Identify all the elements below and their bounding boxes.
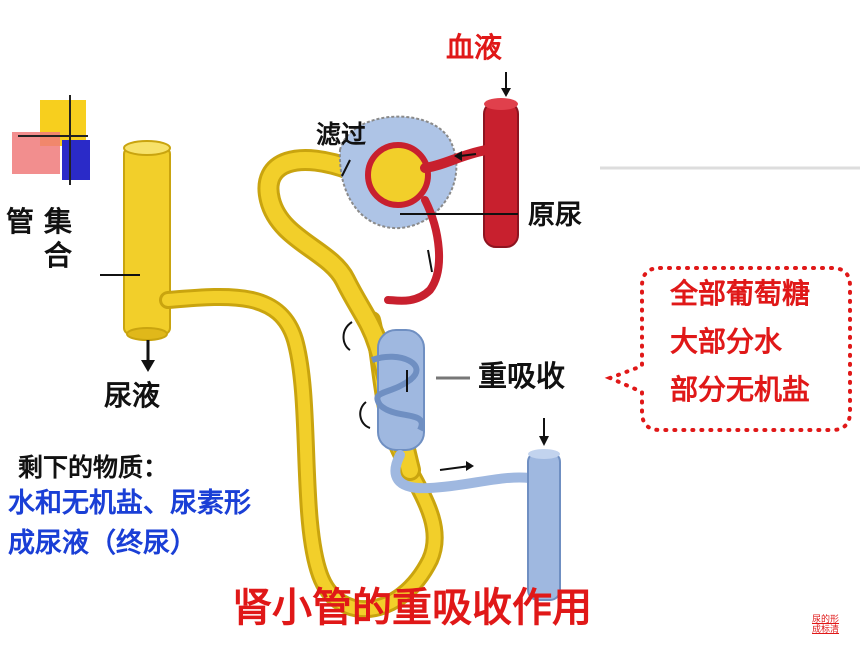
callout-line-3: 部分无机盐	[670, 373, 811, 406]
capillary-loop	[370, 329, 535, 494]
filtration-label: 滤过	[316, 120, 367, 149]
collecting-duct	[100, 140, 171, 341]
callout-line-1: 全部葡萄糖	[670, 277, 811, 310]
collecting-duct-label-2: 集	[44, 205, 73, 238]
remaining-line-2: 成尿液（终尿）	[8, 528, 197, 559]
page-title: 肾小管的重吸收作用	[232, 585, 592, 631]
callout-bubble	[604, 266, 852, 432]
reabsorption-label: 重吸收	[478, 359, 566, 393]
blood-vessel	[384, 98, 519, 305]
filtration-leader	[341, 159, 351, 177]
collecting-duct-label-3: 合	[44, 239, 73, 272]
remaining-line-1: 水和无机盐、尿素形	[8, 488, 251, 519]
flow-arrows	[342, 72, 549, 471]
corner-note-line-1: 尿的形	[812, 615, 840, 625]
corner-note[interactable]: 尿的形 成标清	[812, 615, 840, 636]
blood-label: 血液	[446, 31, 503, 64]
callout-line-2: 大部分水	[670, 325, 783, 358]
urine-label: 尿液	[104, 379, 161, 412]
primary-urine-label: 原尿	[528, 200, 582, 231]
remaining-heading: 剩下的物质：	[18, 453, 169, 482]
collecting-duct-label-1: 管	[6, 205, 35, 238]
vein	[527, 449, 561, 601]
decorative-squares	[12, 95, 90, 185]
urine-arrow	[141, 340, 155, 372]
corner-note-line-2: 成标清	[812, 624, 840, 635]
